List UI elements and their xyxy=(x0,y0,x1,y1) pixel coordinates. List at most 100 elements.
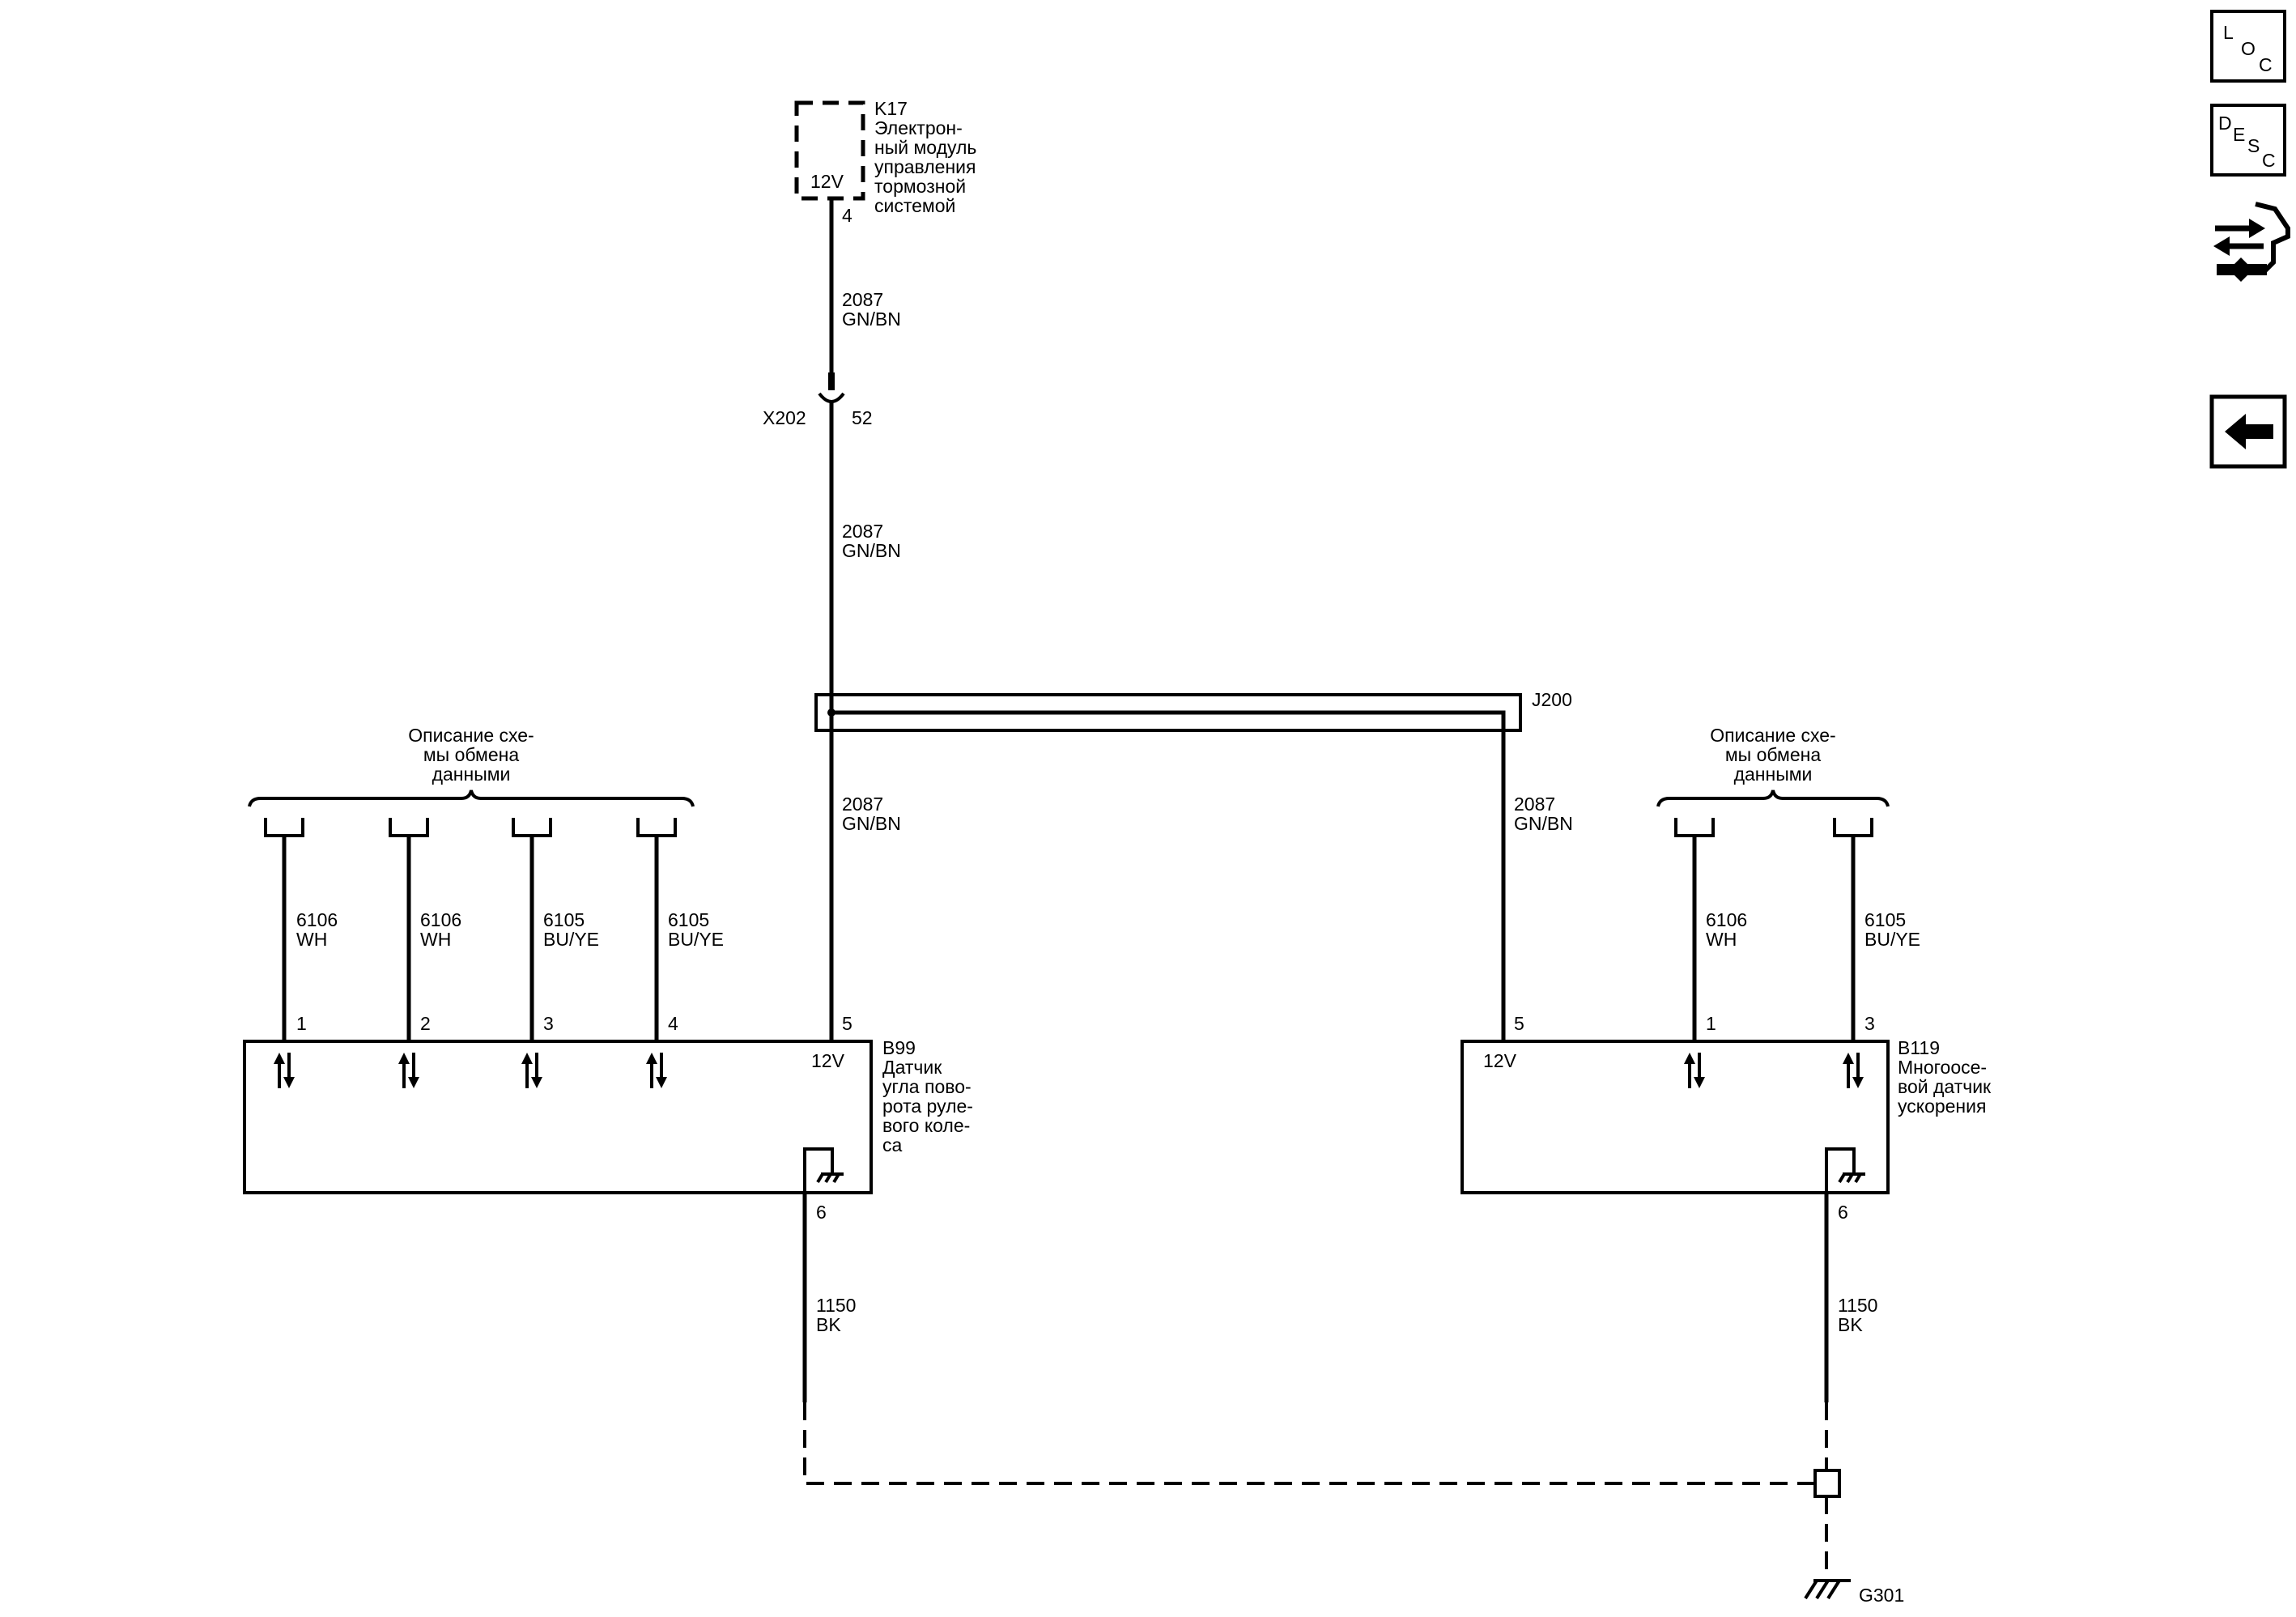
b119-desc-2: вой датчик xyxy=(1898,1076,1992,1097)
wire-2087-d-color: GN/BN xyxy=(1514,813,1573,834)
b99-desc-1: Датчик xyxy=(882,1057,942,1078)
g301-ground-icon[interactable] xyxy=(1804,1579,1851,1600)
wire-2087-a-num: 2087 xyxy=(842,289,883,310)
b99-module[interactable]: 12V xyxy=(243,1040,873,1194)
wire-b119-1-num: 6106 xyxy=(1706,909,1747,930)
b99-ground-symbol xyxy=(803,1147,834,1193)
bidir-arrow-icon xyxy=(274,1053,295,1088)
g301-id: G301 xyxy=(1859,1585,1904,1606)
b99-voltage: 12V xyxy=(811,1050,845,1071)
data-comm-right[interactable]: Описание схе- мы обмена данными xyxy=(1656,725,1890,807)
loc-letter-c: C xyxy=(2259,54,2273,75)
wire-b119-3-num: 6105 xyxy=(1864,909,1906,930)
loc-button[interactable]: L O C xyxy=(2210,10,2286,83)
x202-id: X202 xyxy=(763,407,806,428)
b99-pin-3: 3 xyxy=(543,1013,554,1034)
b119-outline xyxy=(1461,1040,1890,1194)
data-comm-right-brace xyxy=(1656,789,1890,807)
b99-desc-3: рота руле- xyxy=(882,1096,973,1117)
data-comm-left[interactable]: Описание схе- мы обмена данными xyxy=(248,725,695,807)
wire-b99-4-color: BU/YE xyxy=(668,929,724,950)
ground-dashed-path xyxy=(803,1402,1813,1485)
data-comm-left-line1: Описание схе- xyxy=(408,725,534,746)
b99-desc-4: вого коле- xyxy=(882,1115,970,1136)
b119-pin-6: 6 xyxy=(1838,1202,1848,1223)
wire-b99-2-num: 6106 xyxy=(420,909,461,930)
b99-bracket-4 xyxy=(636,818,677,837)
data-comm-right-line1: Описание схе- xyxy=(1710,725,1835,746)
wire-2087-c-num: 2087 xyxy=(842,794,883,815)
b119-pin-3: 3 xyxy=(1864,1013,1875,1034)
b119-id: B119 xyxy=(1898,1037,1940,1058)
wire-b119-3-color: BU/YE xyxy=(1864,929,1920,950)
b119-pin-5: 5 xyxy=(1514,1013,1524,1034)
b119-desc-3: ускорения xyxy=(1898,1096,1986,1117)
connector-tool-icon[interactable] xyxy=(2213,202,2290,282)
wire-b99-2-color: WH xyxy=(420,929,451,950)
b99-pin-5: 5 xyxy=(842,1013,852,1034)
b119-pin-1: 1 xyxy=(1706,1013,1716,1034)
wire-2087-c-color: GN/BN xyxy=(842,813,901,834)
wire-1150-b99-color: BK xyxy=(816,1314,841,1335)
data-comm-left-line3: данными xyxy=(432,764,511,785)
b119-module[interactable]: 12V xyxy=(1461,1040,1890,1194)
loc-letter-o: O xyxy=(2241,38,2256,59)
data-comm-right-line3: данными xyxy=(1734,764,1813,785)
x202-connector[interactable] xyxy=(818,372,845,403)
data-comm-left-brace xyxy=(248,789,695,807)
wire-2087-b-num: 2087 xyxy=(842,521,883,542)
desc-letter-d: D xyxy=(2218,113,2232,134)
k17-id: K17 xyxy=(874,98,908,119)
bidir-arrow-icon xyxy=(521,1053,542,1088)
b99-bracket-2 xyxy=(389,818,429,837)
b99-desc-5: са xyxy=(882,1134,903,1155)
data-comm-left-line2: мы обмена xyxy=(423,744,519,765)
k17-module[interactable]: 12V K17 Электрон- ный модуль управления … xyxy=(794,98,976,216)
wire-2087-a-color: GN/BN xyxy=(842,309,901,330)
x202-pin: 52 xyxy=(852,407,873,428)
desc-button[interactable]: D E S C xyxy=(2210,104,2286,177)
bidir-arrow-icon xyxy=(646,1053,667,1088)
wire-b99-3-color: BU/YE xyxy=(543,929,599,950)
ground-splice[interactable] xyxy=(1813,1469,1841,1498)
b99-bracket-3 xyxy=(512,818,552,837)
j200-id: J200 xyxy=(1532,689,1572,710)
k17-desc-1: Электрон- xyxy=(874,117,963,138)
k17-desc-5: системой xyxy=(874,195,955,216)
x202-pin-female xyxy=(818,392,845,403)
bidir-arrow-icon xyxy=(398,1053,419,1088)
b99-pin-6: 6 xyxy=(816,1202,827,1223)
desc-letter-c: C xyxy=(2262,150,2276,171)
loc-button-frame xyxy=(2210,10,2286,83)
bidir-arrow-icon xyxy=(1684,1053,1705,1088)
b119-bracket-3 xyxy=(1833,818,1873,837)
desc-letter-e: E xyxy=(2233,124,2245,145)
wire-b99-1-color: WH xyxy=(296,929,327,950)
b99-pin-2: 2 xyxy=(420,1013,431,1034)
b119-desc-1: Многоосе- xyxy=(1898,1057,1987,1078)
loc-letter-l: L xyxy=(2223,22,2234,43)
wire-2087-d-num: 2087 xyxy=(1514,794,1555,815)
b99-outline xyxy=(243,1040,873,1194)
bidir-arrow-icon xyxy=(1843,1053,1864,1088)
wire-1150-b119-num: 1150 xyxy=(1838,1295,1877,1316)
j200-outline xyxy=(814,693,1522,732)
b99-pin-4: 4 xyxy=(668,1013,678,1034)
b119-voltage: 12V xyxy=(1483,1050,1517,1071)
wire-1150-b119-color: BK xyxy=(1838,1314,1863,1335)
k17-pin: 4 xyxy=(842,205,852,226)
b99-desc-2: угла пово- xyxy=(882,1076,972,1097)
b99-pin-1: 1 xyxy=(296,1013,307,1034)
b99-bracket-1 xyxy=(264,818,304,837)
b119-data-arrows xyxy=(1684,1053,1864,1088)
wire-b99-3-num: 6105 xyxy=(543,909,585,930)
b99-id: B99 xyxy=(882,1037,916,1058)
b99-data-arrows xyxy=(274,1053,667,1088)
wire-1150-b99-num: 1150 xyxy=(816,1295,856,1316)
j200-splice[interactable] xyxy=(814,693,1522,1040)
k17-desc-4: тормозной xyxy=(874,176,966,197)
back-button[interactable] xyxy=(2209,394,2287,469)
x202-pin-male xyxy=(828,372,835,390)
desc-letter-s: S xyxy=(2247,135,2260,156)
